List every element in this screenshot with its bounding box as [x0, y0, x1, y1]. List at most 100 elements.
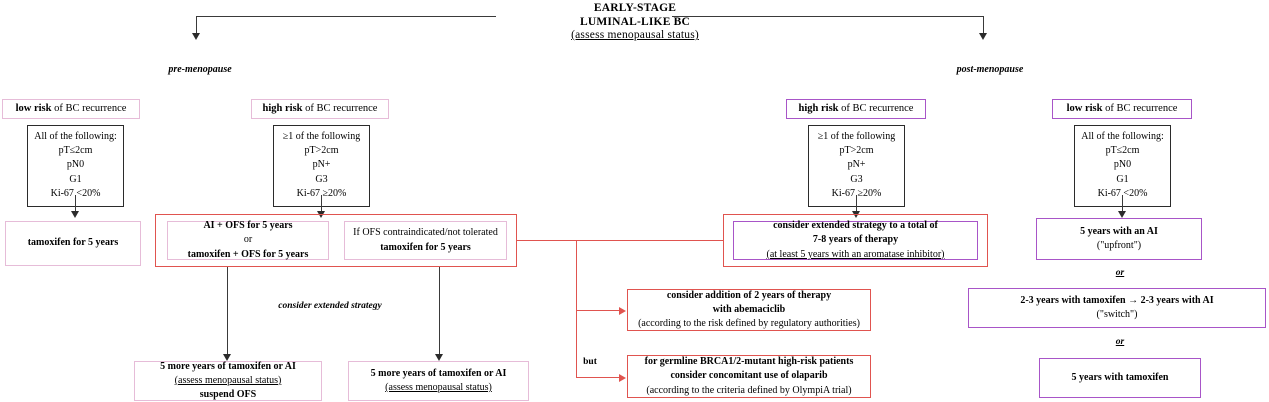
- criteria-item-2: G1: [1116, 173, 1129, 185]
- treatment-box-pre-high-a: AI + OFS for 5 years or tamoxifen + OFS …: [167, 220, 329, 260]
- risk-chip-pre-low-rest: of BC recurrence: [51, 103, 127, 114]
- pre-ext-left-line3: suspend OFS: [199, 389, 257, 401]
- connector-pre-low-arrow-icon: [70, 211, 79, 218]
- red-trunk-horizontal: [517, 240, 723, 242]
- root-split-right-line: [672, 16, 984, 18]
- treatment-box-pre-ext-left: 5 more years of tamoxifen or AI (assess …: [134, 361, 322, 401]
- criteria-head: All of the following:: [1081, 131, 1164, 142]
- connector-pre-ext-right-arrow-icon: [434, 354, 443, 361]
- treatment-box-olaparib: for germline BRCA1/2-mutant high-risk pa…: [627, 355, 871, 398]
- treatment-pre-high-a-or: or: [243, 234, 253, 246]
- post-low-2-line1: 2-3 years with tamoxifen → 2-3 years wit…: [1020, 294, 1214, 306]
- criteria-item-0: pT≤2cm: [58, 145, 93, 157]
- criteria-box-pre-low: All of the following: pT≤2cm pN0 G1 Ki-6…: [27, 125, 124, 207]
- risk-chip-post-low-strong: low risk: [1066, 103, 1103, 114]
- criteria-item-1: pN0: [66, 159, 85, 171]
- pre-ext-right-line2: (assess menopausal status): [385, 382, 492, 393]
- red-branch-abemaciclib-line: [576, 310, 623, 312]
- criteria-item-2: G1: [69, 173, 82, 185]
- post-low-1-line1: 5 years with an AI: [1080, 225, 1158, 237]
- root-split-left-line: [196, 16, 496, 18]
- post-low-or-separator-2: or: [1115, 337, 1125, 347]
- criteria-item-0: pT≤2cm: [1105, 145, 1140, 157]
- pre-ext-right-line1: 5 more years of tamoxifen or AI: [370, 367, 507, 379]
- risk-chip-pre-low-strong: low risk: [15, 103, 52, 114]
- connector-post-low-arrow-icon: [1117, 211, 1126, 218]
- criteria-box-post-high: ≥1 of the following pT>2cm pN+ G3 Ki-67 …: [808, 125, 905, 207]
- treatment-box-post-low-switch: 2-3 years with tamoxifen → 2-3 years wit…: [968, 288, 1266, 328]
- root-split-left-arrow-icon: [191, 33, 200, 40]
- but-label: but: [583, 357, 597, 367]
- treatment-pre-high-b-line2: tamoxifen for 5 years: [380, 241, 471, 253]
- post-low-2-line2: ("switch"): [1096, 309, 1138, 320]
- criteria-item-1: pN+: [312, 159, 331, 171]
- criteria-item-2: G3: [850, 173, 863, 185]
- pre-high-red-group-frame: [155, 214, 517, 267]
- connector-pre-low-down: [74, 195, 76, 213]
- risk-chip-post-high-strong: high risk: [798, 103, 839, 114]
- risk-chip-post-high-rest: of BC recurrence: [838, 103, 914, 114]
- risk-chip-pre-high-strong: high risk: [262, 103, 303, 114]
- extended-strategy-note: consider extended strategy: [278, 301, 382, 311]
- risk-chip-pre-low: low risk of BC recurrence: [2, 99, 140, 119]
- pre-ext-left-line2: (assess menopausal status): [174, 374, 282, 386]
- risk-chip-pre-high: high risk of BC recurrence: [251, 99, 389, 119]
- post-low-1-line2: ("upfront"): [1096, 240, 1142, 251]
- treatment-pre-high-b-line1: If OFS contraindicated/not tolerated: [353, 227, 498, 239]
- risk-chip-post-low: low risk of BC recurrence: [1052, 99, 1192, 119]
- branch-label-pre-menopause: pre-menopause: [168, 64, 232, 75]
- pre-ext-left-line1: 5 more years of tamoxifen or AI: [160, 360, 296, 372]
- criteria-item-0: pT>2cm: [304, 145, 339, 157]
- treatment-box-pre-high-b: If OFS contraindicated/not tolerated tam…: [344, 221, 507, 260]
- criteria-item-2: G3: [315, 173, 328, 185]
- connector-pre-ext-left-arrow-icon: [222, 354, 231, 361]
- criteria-head: All of the following:: [34, 131, 117, 142]
- connector-post-low-down: [1121, 195, 1123, 213]
- treatment-box-pre-ext-right: 5 more years of tamoxifen or AI (assess …: [348, 361, 529, 401]
- root-split-right-drop: [982, 16, 984, 34]
- criteria-item-1: pN0: [1113, 159, 1132, 171]
- criteria-item-1: pN+: [847, 159, 866, 171]
- red-branch-olaparib-arrow-icon: [619, 373, 626, 382]
- abemaciclib-line2: with abemaciclib: [712, 303, 786, 315]
- root-title-line1: EARLY-STAGE: [593, 2, 677, 14]
- criteria-head: ≥1 of the following: [282, 131, 361, 142]
- root-title-line3: (assess menopausal status): [571, 29, 699, 42]
- root-title: EARLY-STAGE LUMINAL-LIKE BC (assess meno…: [505, 2, 765, 43]
- risk-chip-post-low-rest: of BC recurrence: [1102, 103, 1178, 114]
- root-split-left-drop: [196, 16, 198, 34]
- criteria-head: ≥1 of the following: [817, 131, 896, 142]
- treatment-pre-high-a-line1: AI + OFS for 5 years: [203, 220, 293, 232]
- post-low-or-separator-1: or: [1115, 268, 1125, 278]
- olaparib-line3: (according to the criteria defined by Ol…: [646, 384, 852, 396]
- abemaciclib-line1: consider addition of 2 years of therapy: [666, 289, 832, 301]
- risk-chip-pre-high-rest: of BC recurrence: [302, 103, 378, 114]
- olaparib-line2: consider concomitant use of olaparib: [670, 370, 828, 382]
- criteria-item-3: Ki-67 ≥20%: [296, 187, 347, 199]
- post-high-line1: consider extended strategy to a total of: [773, 220, 938, 232]
- root-title-line2: LUMINAL-LIKE BC: [579, 15, 691, 28]
- abemaciclib-line3: (according to the risk defined by regula…: [638, 318, 860, 330]
- red-branch-abemaciclib-arrow-icon: [619, 306, 626, 315]
- connector-pre-ext-left-down: [226, 267, 228, 356]
- branch-label-post-menopause: post-menopause: [956, 64, 1024, 75]
- criteria-box-pre-high: ≥1 of the following pT>2cm pN+ G3 Ki-67 …: [273, 125, 370, 207]
- treatment-box-abemaciclib: consider addition of 2 years of therapy …: [627, 289, 871, 331]
- connector-pre-high-down: [320, 195, 322, 213]
- treatment-box-post-low-tamoxifen: 5 years with tamoxifen: [1039, 358, 1201, 398]
- treatment-pre-low-label: tamoxifen for 5 years: [27, 237, 119, 249]
- criteria-item-3: Ki-67 ≥20%: [831, 187, 882, 199]
- criteria-item-3: Ki-67 <20%: [50, 187, 101, 199]
- root-split-right-arrow-icon: [978, 33, 987, 40]
- post-high-red-group-frame: [723, 214, 988, 267]
- treatment-box-post-high: consider extended strategy to a total of…: [733, 220, 978, 260]
- risk-chip-post-high: high risk of BC recurrence: [786, 99, 926, 119]
- post-high-line3: (at least 5 years with an aromatase inhi…: [766, 248, 945, 260]
- connector-post-high-down: [855, 195, 857, 213]
- post-high-line2: 7-8 years of therapy: [812, 234, 899, 246]
- treatment-pre-high-a-line2: tamoxifen + OFS for 5 years: [187, 248, 309, 260]
- connector-pre-ext-right-down: [438, 267, 440, 356]
- treatment-box-post-low-upfront: 5 years with an AI ("upfront"): [1036, 218, 1202, 260]
- criteria-item-0: pT>2cm: [839, 145, 874, 157]
